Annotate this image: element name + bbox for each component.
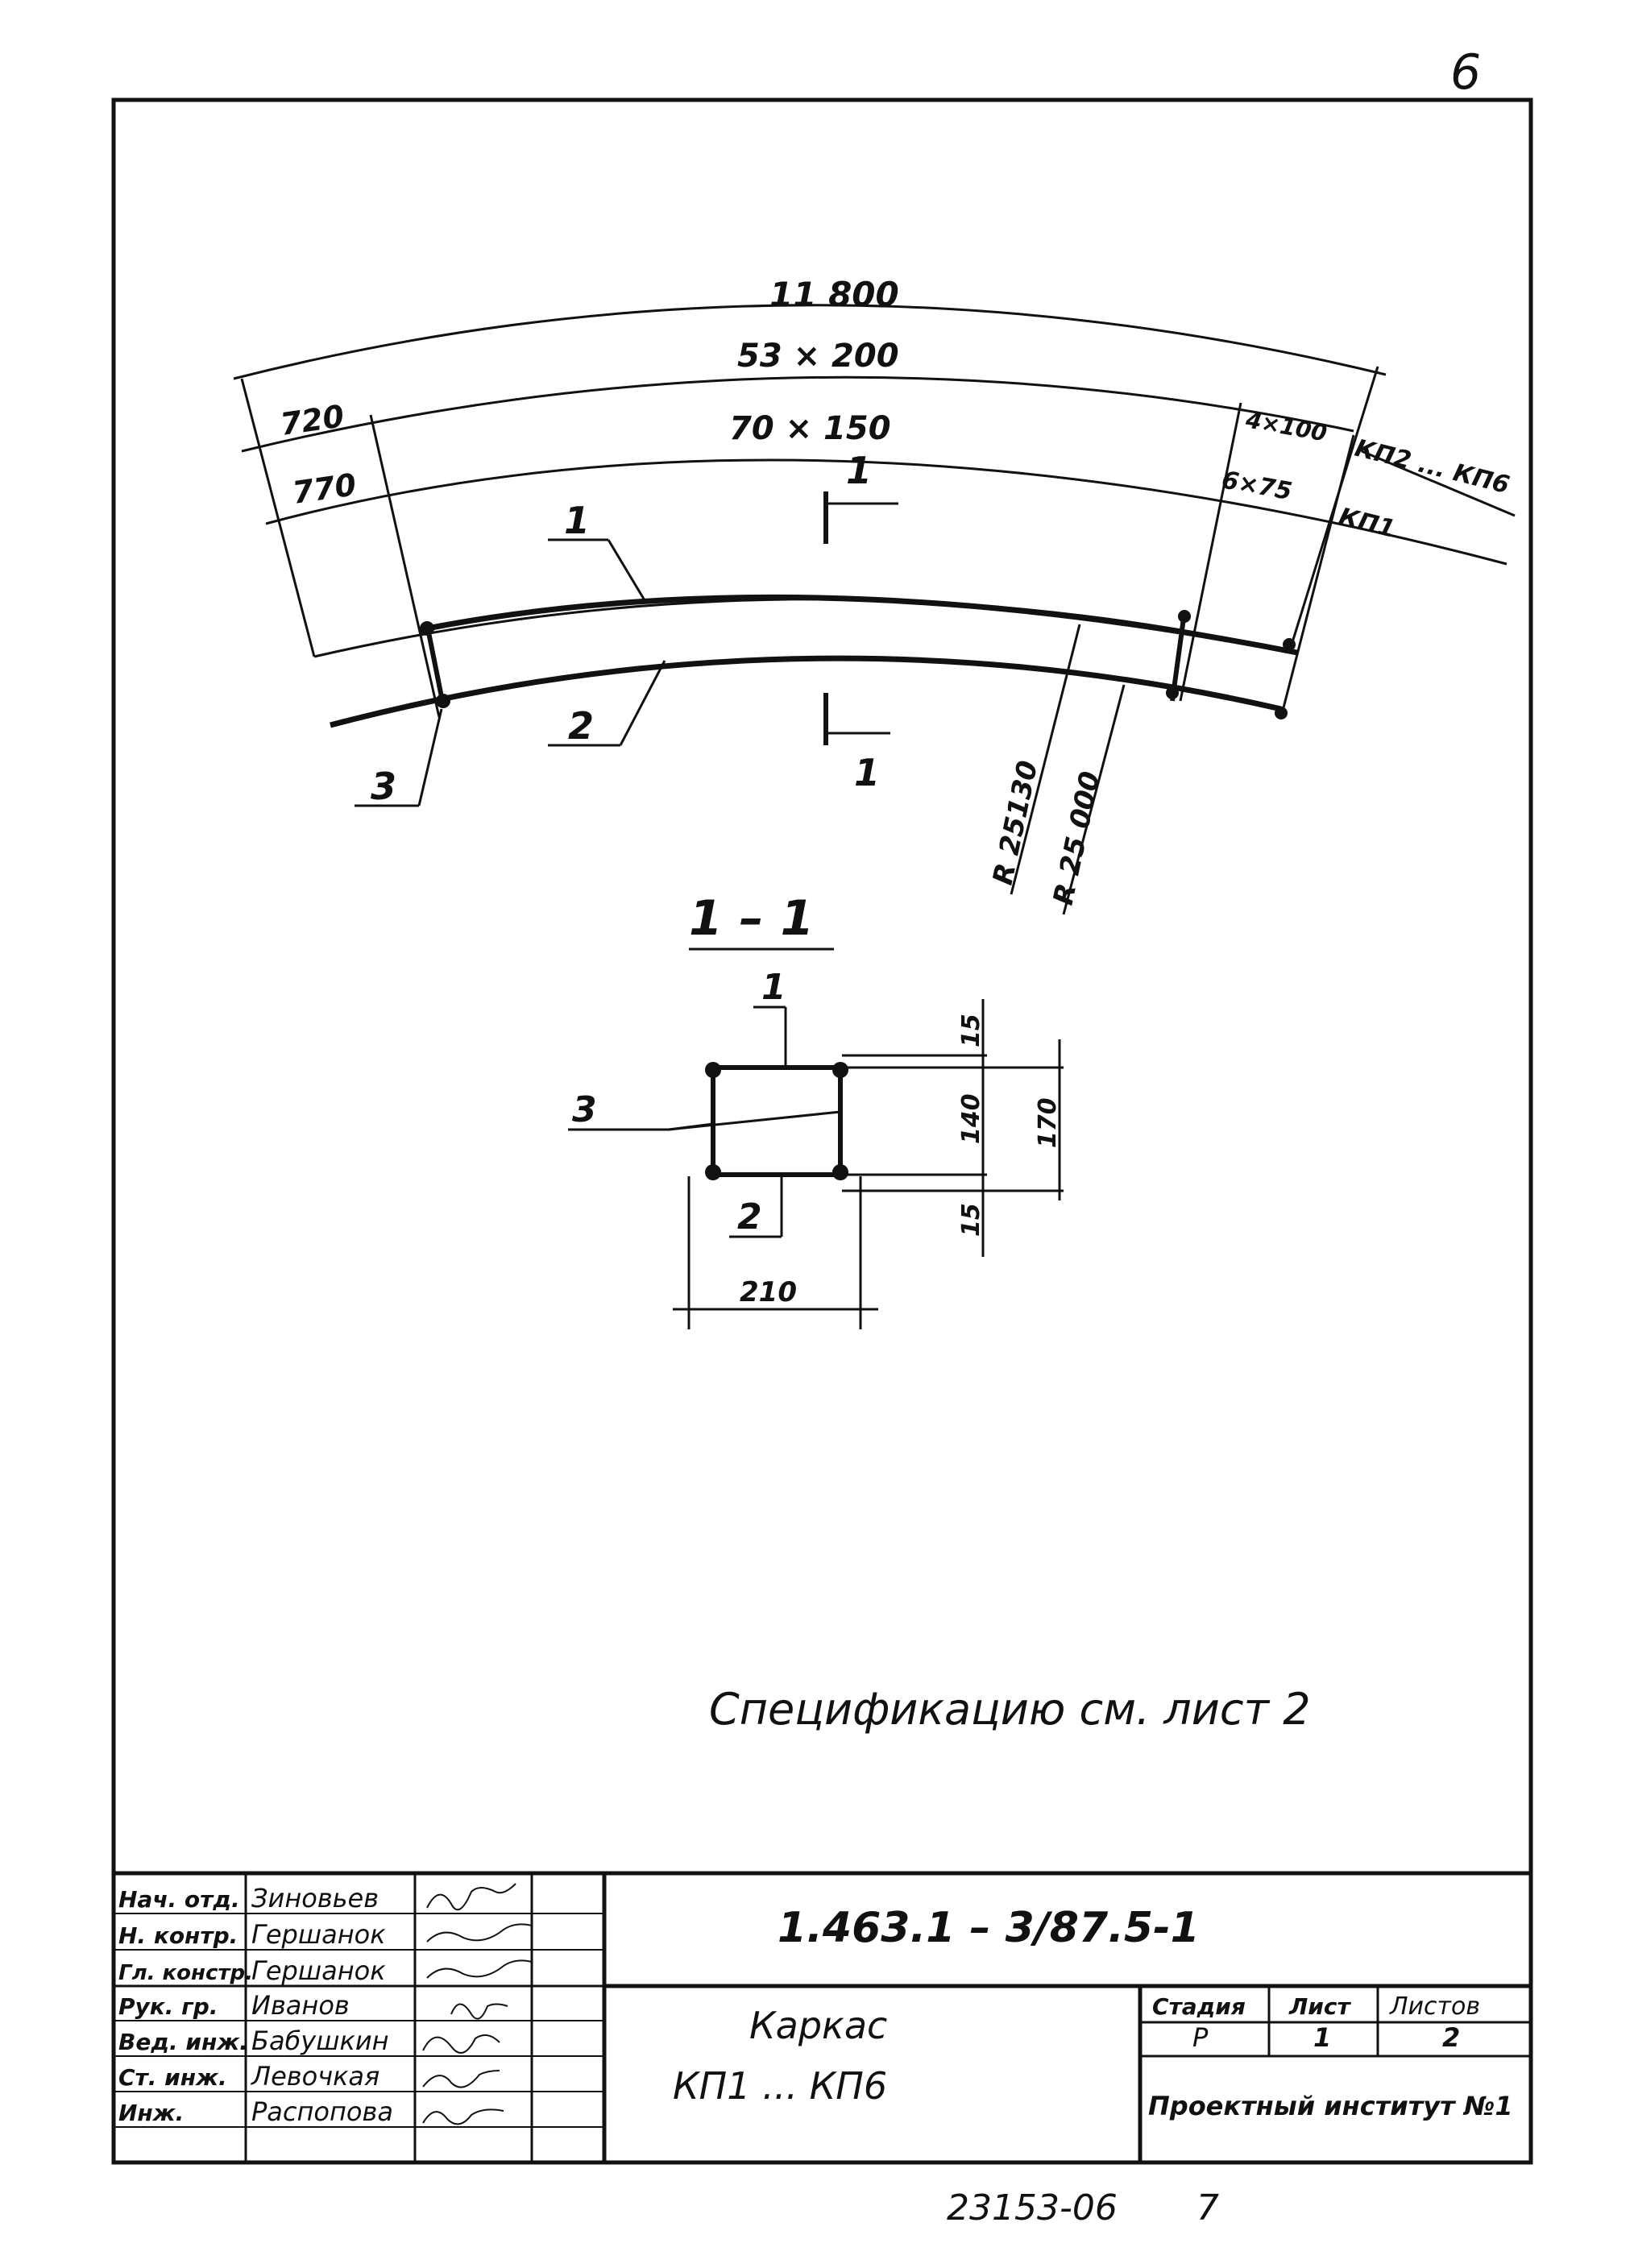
signatures [422,1883,533,2125]
drawing-frame [111,97,1533,2165]
plan-radius-outer: R 25 000 [1047,769,1107,908]
plan-callout-2: 2 [568,704,594,748]
sheet-number: 6 [1450,44,1481,101]
staff-role: Н. контр. [118,1922,238,1949]
plan-callout-3: 3 [371,765,396,808]
staff-name: Левочкая [251,2061,379,2092]
section-dim-bottom: 15 [957,1203,985,1237]
staff-role: Гл. констр. [118,1961,253,1985]
plan-dim-total: 11 800 [769,275,899,314]
title-sheets: 2 [1442,2022,1460,2053]
title-stage: Р [1192,2022,1209,2053]
title-organization: Проектный институт №1 [1148,2091,1513,2121]
staff-role: Ст. инж. [118,2064,227,2091]
section-callout-2: 2 [737,1196,762,1238]
plan-dim-left-inner: 770 [290,466,359,511]
title-designation: 1.463.1 – 3/87.5-1 [778,1904,1200,1952]
section-view [568,947,1064,1329]
section-callout-1: 1 [761,967,786,1008]
section-dim-top: 15 [957,1014,985,1047]
staff-role: Вед. инж. [118,2029,248,2055]
archive-sheet: 7 [1196,2187,1219,2229]
title-name-line2: КП1 ... КП6 [673,2064,887,2108]
section-dim-mid: 140 [957,1093,985,1144]
title-sheet: 1 [1313,2022,1331,2053]
plan-dim-right-outer: 4×100 [1243,406,1329,446]
plan-dim-outer-spacing: 53 × 200 [737,338,899,375]
section-callout-3: 3 [572,1089,597,1130]
staff-name: Зиновьев [251,1883,379,1913]
staff-name: Бабушкин [251,2025,389,2056]
plan-section-mark-bottom: 1 [854,751,880,794]
section-dim-width: 210 [740,1276,797,1308]
section-title: 1 – 1 [689,890,814,947]
staff-name: Гершанок [251,1955,386,1986]
section-dim-total: 170 [1034,1097,1062,1148]
title-sheets-header: Листов [1389,1992,1480,2021]
staff-role: Нач. отд. [118,1886,240,1913]
staff-role: Рук. гр. [118,1993,218,2020]
title-stage-header: Стадия [1152,1993,1246,2020]
archive-number: 23153-06 [947,2187,1118,2229]
plan-section-mark-top: 1 [846,449,872,492]
plan-label-kp2-kp6: КП2 ... КП6 [1352,434,1512,500]
staff-role: Инж. [118,2100,184,2126]
staff-name: Распопова [251,2096,393,2127]
title-sheet-header: Лист [1288,1993,1351,2020]
plan-view [233,304,1516,915]
title-name-line1: Каркас [749,2004,887,2047]
title-block [114,1871,1531,2162]
staff-name: Гершанок [251,1919,386,1950]
plan-radius-inner: R 25130 [987,758,1045,888]
staff-name: Иванов [251,1990,350,2021]
plan-label-kp1: КП1 [1336,503,1398,544]
plan-callout-1: 1 [564,499,590,542]
plan-dim-right-inner: 6×75 [1220,466,1295,506]
plan-dim-left-outer: 720 [278,398,346,442]
specification-note: Спецификацию см. лист 2 [709,1684,1311,1735]
plan-dim-inner-spacing: 70 × 150 [729,410,891,447]
